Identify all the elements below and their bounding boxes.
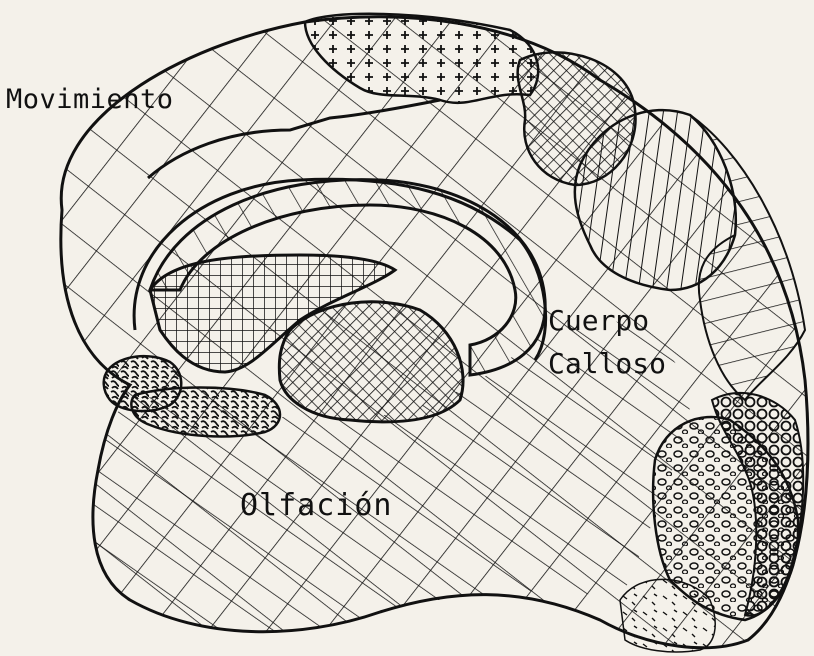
label-movimiento: Movimiento	[6, 86, 174, 113]
label-calloso: Calloso	[548, 350, 666, 378]
label-olfacion: Olfación	[240, 491, 393, 521]
region-finecross-mid	[279, 302, 463, 422]
label-cuerpo: Cuerpo	[548, 307, 649, 335]
